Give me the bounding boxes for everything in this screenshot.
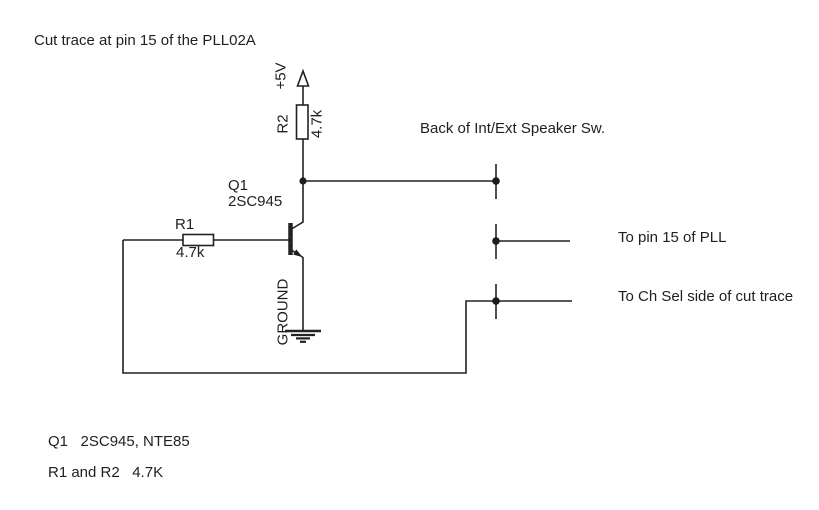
resistor-values-note: R1 and R2 4.7K xyxy=(48,464,164,481)
chsel-destination-label: To Ch Sel side of cut trace xyxy=(618,288,794,305)
speaker-switch-label: Back of Int/Ext Speaker Sw. xyxy=(420,120,606,137)
r1-value-label: 4.7k xyxy=(176,244,205,261)
q1-collector-wire xyxy=(291,181,304,230)
supply-arrow-icon xyxy=(296,68,310,87)
q1-emitter-wire xyxy=(291,249,304,330)
resistor-r2-body xyxy=(295,104,309,140)
r1-ref-label: R1 xyxy=(175,216,195,233)
r2-ref-label: R2 xyxy=(274,114,292,134)
supply-voltage-label: +5V xyxy=(272,62,290,90)
page-title: Cut trace at pin 15 of the PLL02A xyxy=(34,32,256,49)
pin15-destination-label: To pin 15 of PLL xyxy=(618,229,727,246)
q1-part-label: 2SC945 xyxy=(228,193,283,210)
ground-label: GROUND xyxy=(274,278,292,346)
contact3-dot xyxy=(492,297,500,305)
q1-ref-label: Q1 xyxy=(228,177,249,194)
r2-value-label: 4.7k xyxy=(308,109,326,139)
q1-emitter-arrow-icon xyxy=(293,249,303,257)
q1-parts-note: Q1 2SC945, NTE85 xyxy=(48,433,190,450)
contact1-dot xyxy=(492,177,500,185)
return-loop-wire xyxy=(122,240,572,374)
